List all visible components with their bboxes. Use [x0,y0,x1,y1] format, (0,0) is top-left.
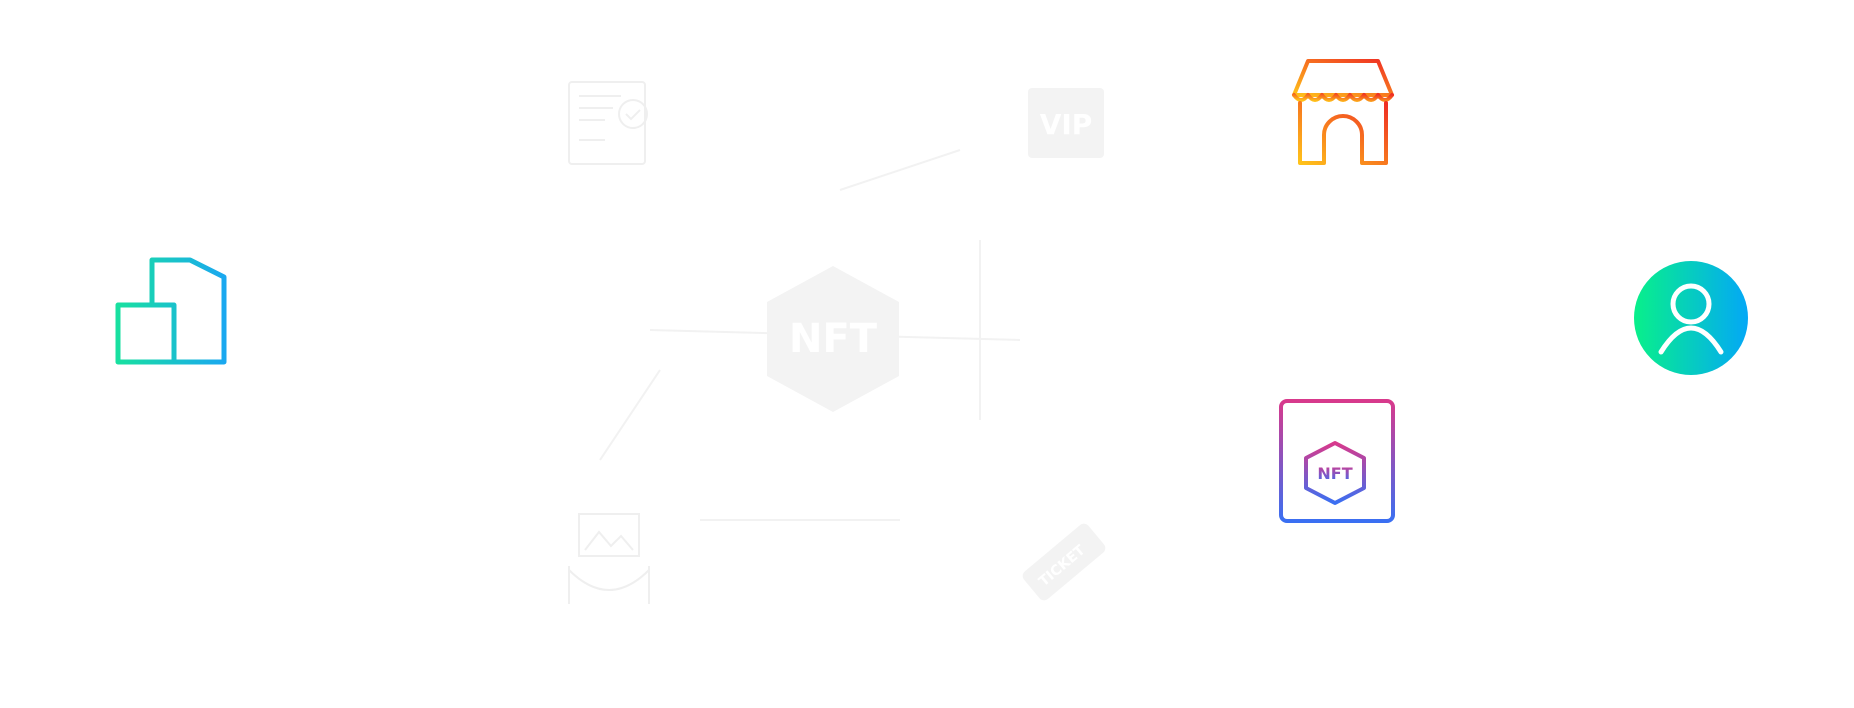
art-gallery-icon [563,510,655,606]
nft-browser-icon: NFT [1278,398,1396,524]
storefront-icon [1290,57,1396,167]
user-avatar-icon [1633,260,1749,376]
vip-label: VIP [1040,108,1093,141]
browser-nft-label: NFT [1317,464,1352,483]
ticket-icon: TICKET [1016,514,1112,610]
center-nft-label: NFT [789,316,878,362]
certificate-icon [565,78,655,168]
vip-card-icon: VIP [1026,86,1106,158]
nft-hexagon-icon: NFT [765,264,901,414]
office-building-icon [114,255,228,365]
